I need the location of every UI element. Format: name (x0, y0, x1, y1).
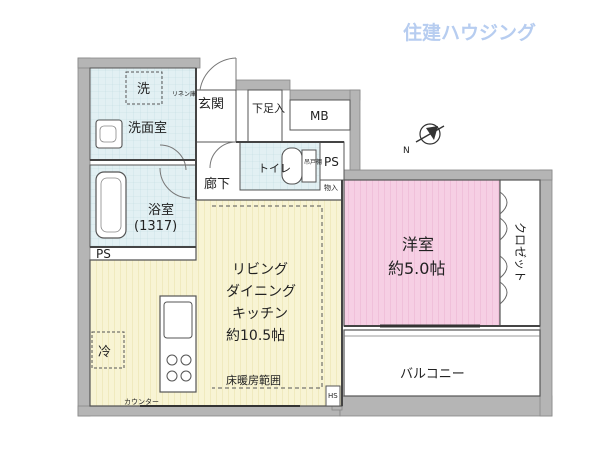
mb-label: MB (310, 109, 329, 123)
exterior-walls (77, 57, 553, 417)
fridge-label: 冷 (98, 345, 111, 360)
bathtub (95, 171, 127, 239)
washing-machine-spot (125, 71, 163, 105)
stove (166, 354, 192, 382)
bath-size-label: (1317) (134, 219, 177, 234)
ldk-line2-label: ダイニング (226, 284, 296, 300)
corridor-label: 廊下 (204, 176, 230, 192)
toilet-label: トイレ (258, 162, 291, 175)
hs-box (325, 385, 341, 407)
ps-upper-area (319, 141, 345, 181)
shoe-storage-area (247, 89, 283, 143)
floor-heating-label: 床暖房範囲 (226, 373, 281, 387)
storage-label: 物入 (324, 183, 338, 192)
balcony-label: バルコニー (400, 367, 465, 382)
linen-label: リネン庫 (172, 90, 196, 98)
mb-area (289, 99, 351, 131)
entrance-label: 玄関 (198, 97, 224, 112)
ldk-size-label: 約10.5帖 (226, 328, 285, 344)
fridge-space (91, 331, 125, 369)
closet-label: クロゼット (513, 222, 527, 282)
wash-basin (95, 119, 123, 149)
western-room-floor (343, 179, 501, 327)
washroom-label: 洗面室 (128, 120, 167, 136)
balcony-area (343, 329, 541, 397)
wash-machine-label: 洗 (137, 82, 150, 97)
toilet-shelf-label: 吊戸棚 (304, 158, 322, 166)
hs-label: HS (328, 392, 338, 400)
ps-lower-label: PS (96, 247, 111, 261)
western-size-label: 約5.0帖 (388, 259, 445, 278)
ldk-line3-label: キッチン (232, 306, 288, 322)
north-compass (415, 123, 445, 145)
compass-n-label: N (403, 146, 410, 156)
sink (163, 301, 193, 339)
ldk-line1-label: リビング (232, 262, 288, 278)
company-logo: 住建ハウジング (403, 22, 537, 44)
counter-label: カウンター (124, 397, 159, 406)
western-name-label: 洋室 (402, 235, 434, 254)
shoe-storage-label: 下足入 (252, 102, 285, 115)
floor-heating-range (212, 205, 323, 389)
bath-name-label: 浴室 (148, 202, 174, 218)
ps-upper-label: PS (324, 155, 339, 169)
